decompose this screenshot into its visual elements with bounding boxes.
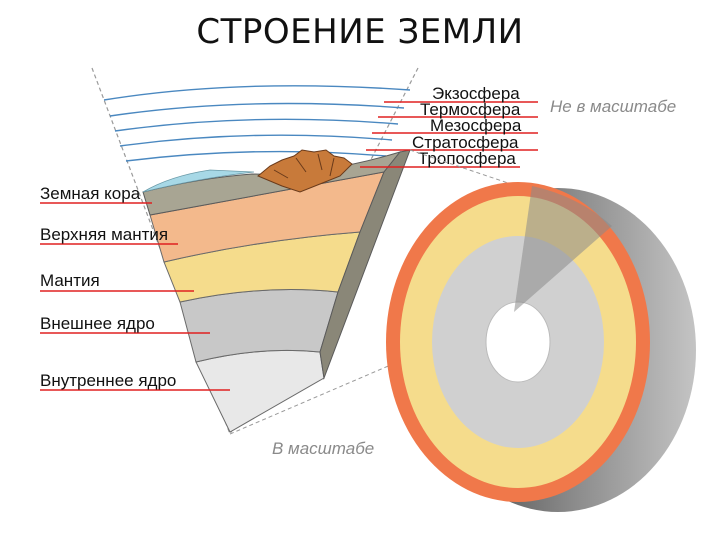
wedge-right-face	[319, 149, 411, 380]
label-outer-core: Внешнее ядро	[40, 314, 155, 333]
label-mesosphere: Мезосфера	[430, 116, 522, 135]
label-crust: Земная кора	[40, 184, 141, 203]
earth-leader-lines	[40, 202, 230, 391]
note-to-scale: В масштабе	[272, 439, 374, 458]
label-stratosphere: Стратосфера	[412, 133, 519, 152]
label-upper-mantle: Верхняя мантия	[40, 225, 168, 244]
atmosphere-arcs	[103, 85, 411, 162]
label-troposphere: Тропосфера	[418, 149, 516, 168]
label-exosphere: Экзосфера	[432, 84, 520, 103]
atmosphere-leader-lines	[360, 101, 538, 168]
layer-outer-core	[179, 289, 339, 363]
mountain-ridges	[273, 153, 335, 179]
ocean	[142, 169, 255, 193]
disc-wedge-highlight	[514, 186, 612, 312]
page-title: СТРОЕНИЕ ЗЕМЛИ	[196, 12, 524, 52]
earth-disc-to-scale	[386, 182, 696, 512]
disc-inner-core	[485, 301, 551, 383]
wedge-cross-section	[142, 149, 411, 433]
label-mantle: Мантия	[40, 271, 100, 290]
projection-guide-bottom	[229, 311, 515, 435]
layer-inner-core	[195, 349, 325, 433]
label-thermosphere: Термосфера	[420, 100, 521, 119]
note-not-to-scale: Не в масштабе	[550, 97, 676, 116]
label-inner-core: Внутреннее ядро	[40, 371, 176, 390]
